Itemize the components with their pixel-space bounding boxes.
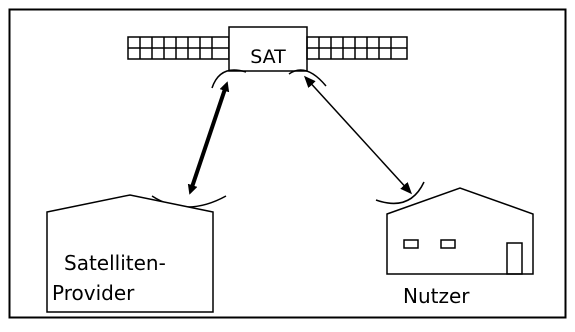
user-satellite-link-arrow bbox=[303, 75, 413, 195]
provider-building bbox=[46, 194, 214, 313]
satellite-body bbox=[228, 26, 308, 72]
provider-label-line1: Satelliten- bbox=[64, 251, 166, 275]
diagram-frame bbox=[8, 8, 567, 319]
solar-panel-left bbox=[127, 36, 230, 60]
satellite-dish-left-icon bbox=[211, 69, 247, 89]
user-dish-icon bbox=[375, 181, 425, 205]
satellite-label: SAT bbox=[250, 46, 286, 68]
provider-label-line2: Provider bbox=[52, 281, 135, 305]
solar-panel-right bbox=[306, 36, 408, 60]
user-label: Nutzer bbox=[403, 284, 470, 308]
house-door bbox=[506, 242, 523, 275]
house-window-right bbox=[440, 239, 456, 249]
house-window-left bbox=[403, 239, 419, 249]
provider-satellite-link-arrow bbox=[187, 81, 230, 195]
user-house bbox=[386, 187, 534, 275]
satellite-dish-right-icon bbox=[288, 69, 327, 87]
